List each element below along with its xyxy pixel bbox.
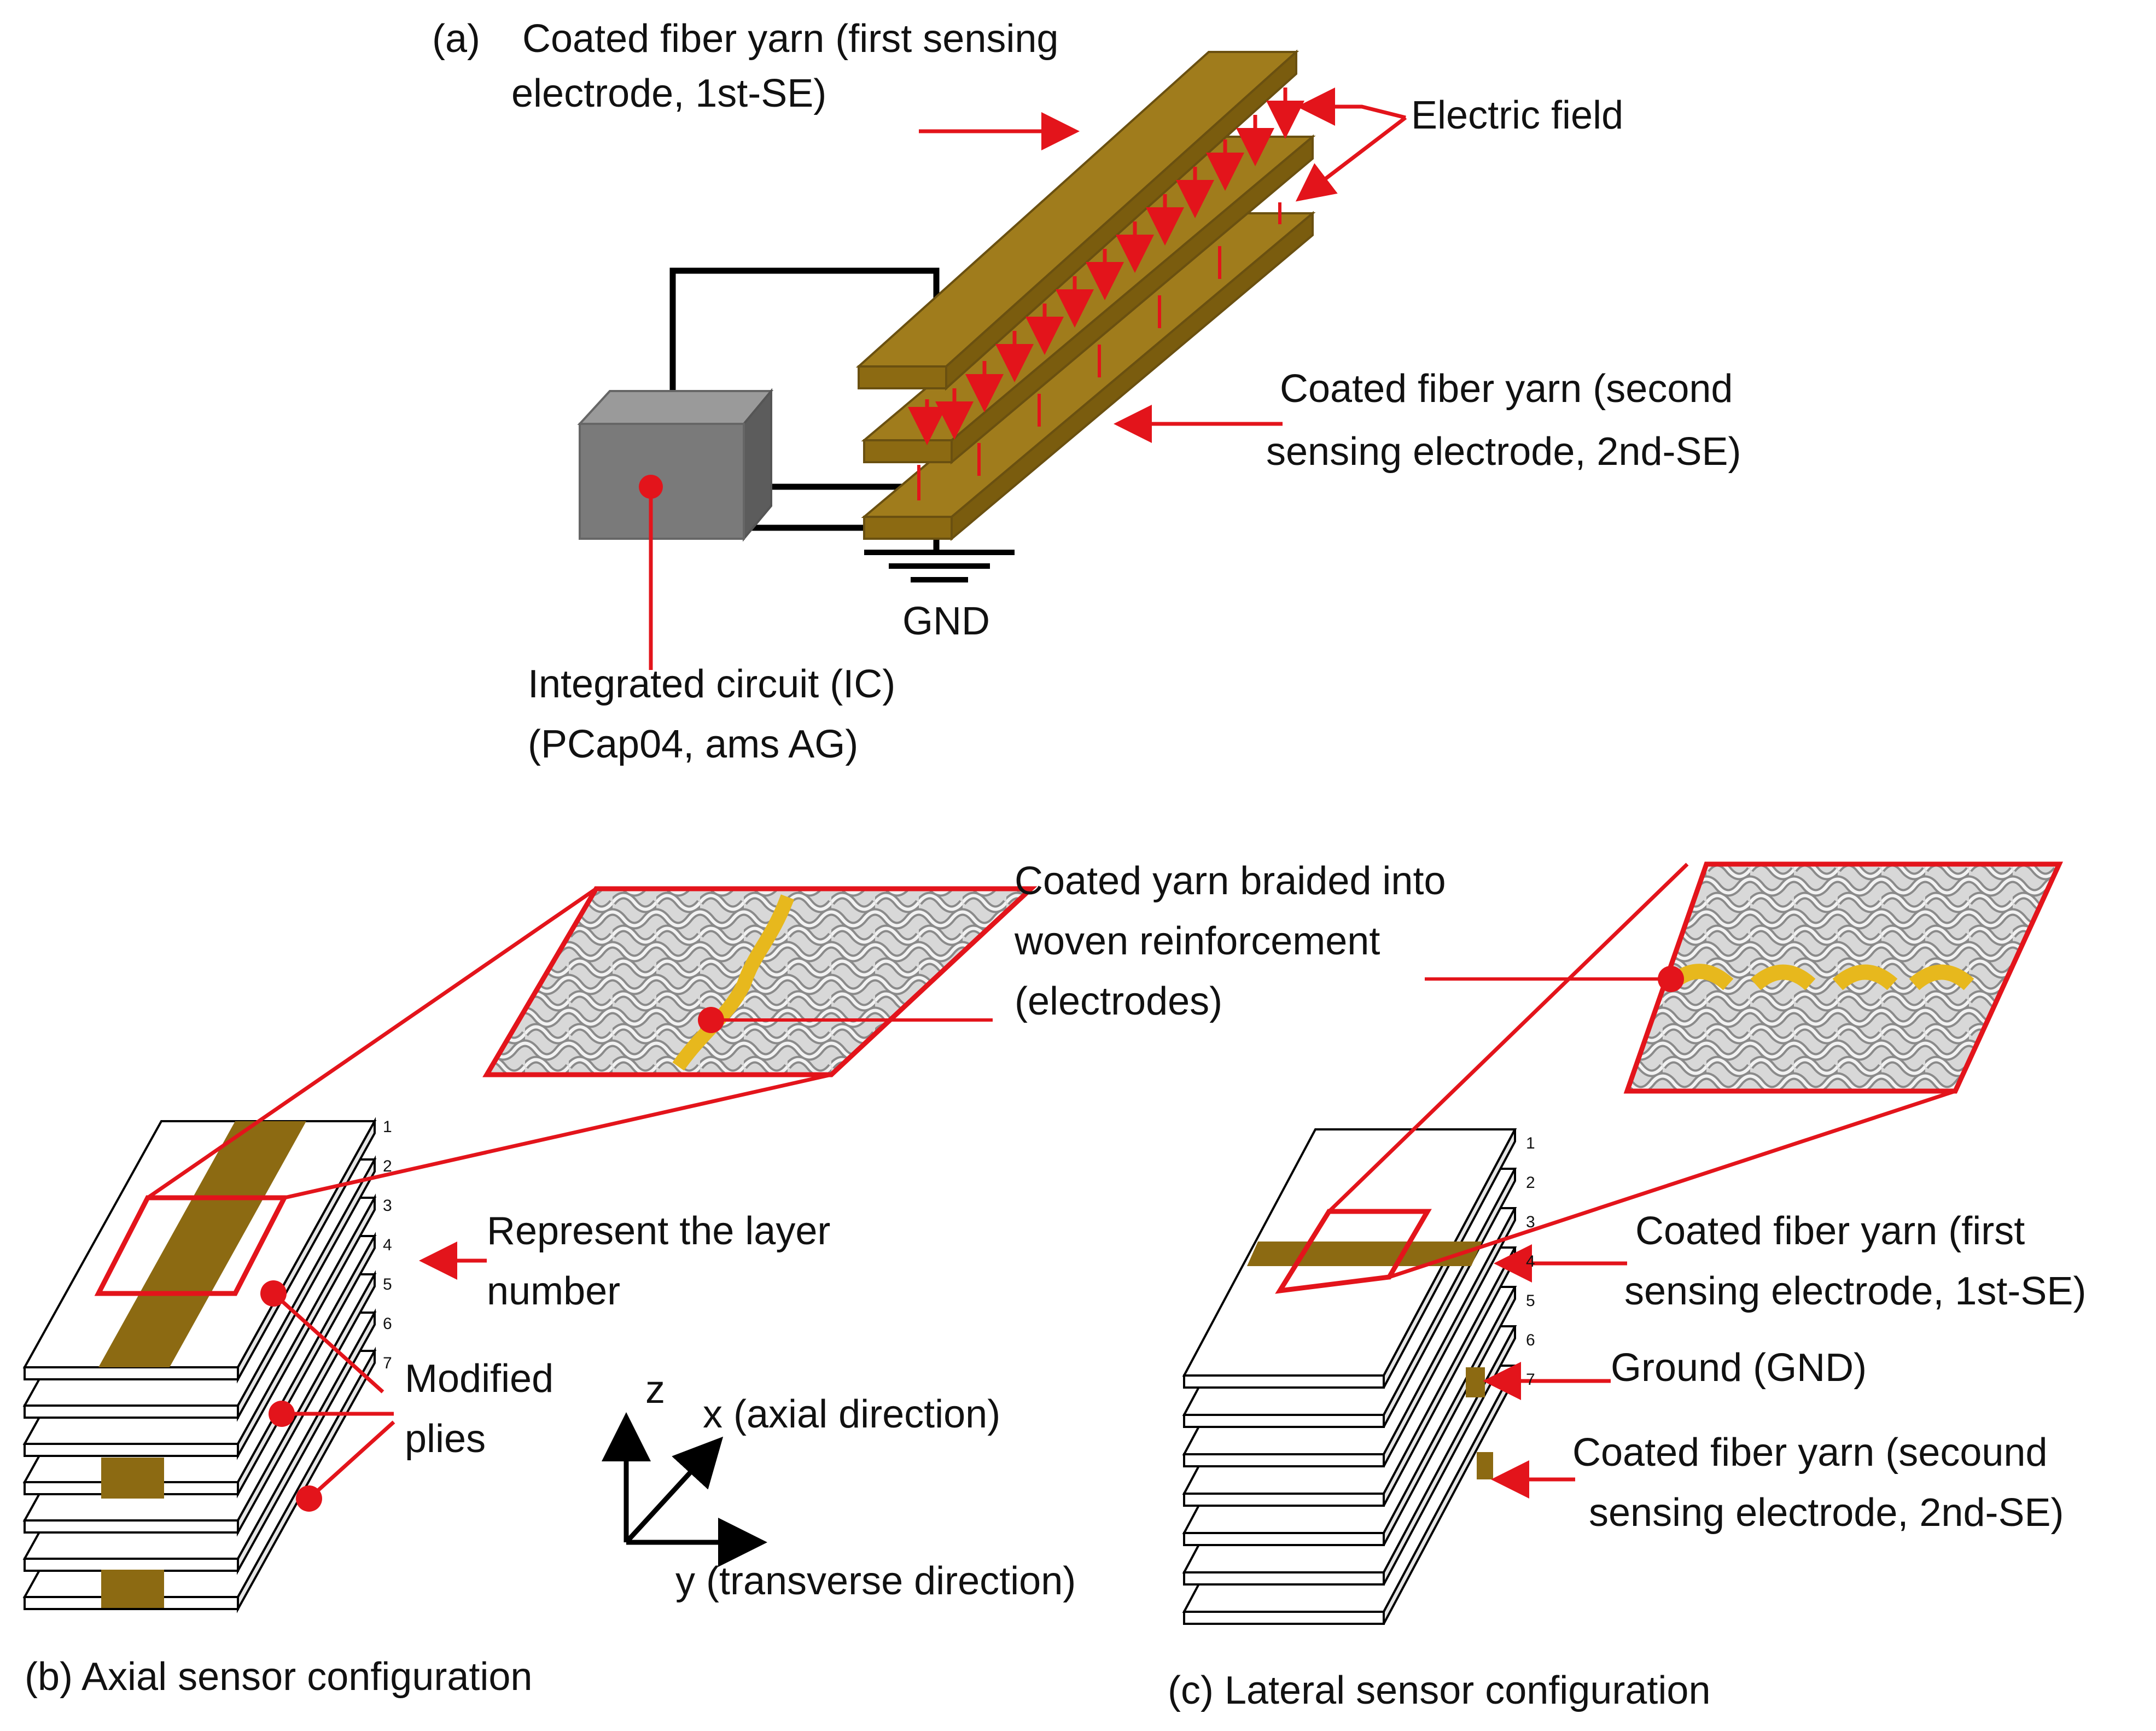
se2-label-line1: Coated fiber yarn (second: [1280, 367, 1733, 411]
ic-label-line1: Integrated circuit (IC): [528, 662, 895, 706]
layer-number: 2: [383, 1157, 392, 1175]
c-se1-label-line1: Coated fiber yarn (first: [1635, 1209, 2025, 1253]
electric-field-lines-lower: [917, 202, 1281, 500]
axis-y-label: y (transverse direction): [675, 1559, 1076, 1603]
layer-label-line2: number: [487, 1269, 620, 1313]
c-se2-label-line2: sensing electrode, 2nd-SE): [1589, 1491, 2064, 1535]
modified-label-line1: Modified: [405, 1357, 553, 1401]
layer-number: 2: [1526, 1174, 1535, 1192]
zoom-weave-c: [1623, 861, 2064, 1094]
se1-label-line2: electrode, 1st-SE): [511, 72, 826, 115]
zoom-line-b-top: [147, 887, 597, 1199]
caption-c: (c) Lateral sensor configuration: [1168, 1669, 1711, 1712]
ply-side: [237, 1232, 376, 1499]
layer-number: 6: [1526, 1331, 1535, 1349]
field-arrow-lower: [1295, 116, 1407, 202]
ground-symbol: [864, 550, 1015, 582]
braided-label-line3: (electrodes): [1015, 980, 1222, 1023]
axis-x-label: x (axial direction): [703, 1392, 1000, 1436]
ply-edge: [1183, 1571, 1385, 1586]
zoom-line-b-bottom: [284, 1073, 832, 1200]
ply-stack-lateral: [1182, 1128, 1517, 1625]
se1-label-line1: Coated fiber yarn (first sensing: [522, 17, 1058, 61]
axial-electrode-top: [98, 1121, 306, 1367]
ply-edge: [24, 1366, 239, 1380]
ply-edge: [1183, 1374, 1385, 1389]
ic-box: [577, 388, 774, 542]
modified-dot-3: [296, 1485, 322, 1512]
ply-edge: [1183, 1493, 1385, 1507]
gnd-label: GND: [902, 599, 990, 643]
ply-edge: [1183, 1532, 1385, 1546]
c-se1-label-line2: sensing electrode, 1st-SE): [1624, 1269, 2086, 1313]
lateral-electrode-top: [1247, 1242, 1482, 1266]
braided-label-line2: woven reinforcement: [1014, 919, 1380, 963]
modified-dot-1: [260, 1280, 287, 1307]
ply-side: [237, 1270, 376, 1537]
panel-b: Coated yarn braided into woven reinforce…: [22, 859, 1446, 1699]
layer-label-line1: Represent the layer: [487, 1209, 830, 1253]
zoom-line-c-top: [1327, 862, 1689, 1213]
electric-field-label: Electric field: [1411, 94, 1623, 137]
ply-edge: [24, 1558, 239, 1572]
layer-number: 7: [383, 1354, 392, 1372]
se2-label-line2: sensing electrode, 2nd-SE): [1266, 430, 1741, 474]
layer-number: 5: [383, 1275, 392, 1293]
ply-edge: [24, 1519, 239, 1534]
zoom-line-c-bottom: [1388, 1089, 1956, 1279]
zoom-weave-b: [482, 886, 1038, 1077]
axis-z-label: z: [645, 1368, 665, 1412]
ply-stack-axial: [22, 1117, 377, 1613]
ply-side: [1383, 1208, 1516, 1467]
electric-field-arrows: [908, 88, 1304, 445]
ply-side: [237, 1308, 376, 1575]
layer-number: 1: [383, 1118, 392, 1136]
layer-number: 1: [1526, 1134, 1535, 1152]
zoom-region-b: [94, 1195, 289, 1296]
lateral-electrode-ground: [1466, 1367, 1485, 1397]
panel-c: Coated fiber yarn (first sensing electro…: [1168, 861, 2086, 1712]
c-gnd-label: Ground (GND): [1611, 1346, 1867, 1390]
ply-edge: [24, 1443, 239, 1457]
layer-number: 7: [1526, 1371, 1535, 1389]
c-se2-label-line1: Coated fiber yarn (secound: [1572, 1431, 2048, 1474]
layer-number: 5: [1526, 1292, 1535, 1310]
ply-side: [237, 1193, 376, 1460]
layer-number: 4: [1526, 1252, 1535, 1270]
braided-label-line1: Coated yarn braided into: [1015, 859, 1446, 903]
layer-number: 6: [383, 1315, 392, 1333]
ply-side: [237, 1155, 376, 1422]
ply-edge: [24, 1404, 239, 1419]
modified-dot-2: [269, 1401, 295, 1427]
lateral-electrode-second: [1477, 1452, 1493, 1479]
axis-indicator: [602, 1412, 767, 1567]
electrode-strip-first: [855, 49, 1300, 391]
axial-electrode-middle: [101, 1458, 164, 1499]
axial-electrode-bottom: [101, 1570, 164, 1608]
layer-number: 4: [383, 1236, 392, 1254]
ply-edge: [1183, 1414, 1385, 1428]
modified-plies-pointers: [272, 1292, 395, 1500]
layer-number: 3: [383, 1197, 392, 1215]
field-arrow-upper: [1297, 88, 1406, 126]
panel-a-label: (a): [432, 17, 480, 61]
ply-edge: [1183, 1611, 1385, 1625]
ply-edge: [1183, 1453, 1385, 1467]
panel-a: GND: [432, 17, 1741, 766]
modified-label-line2: plies: [405, 1417, 486, 1461]
caption-b: (b) Axial sensor configuration: [25, 1655, 532, 1699]
ic-label-line2: (PCap04, ams AG): [528, 722, 858, 766]
layer-number: 3: [1526, 1213, 1535, 1231]
